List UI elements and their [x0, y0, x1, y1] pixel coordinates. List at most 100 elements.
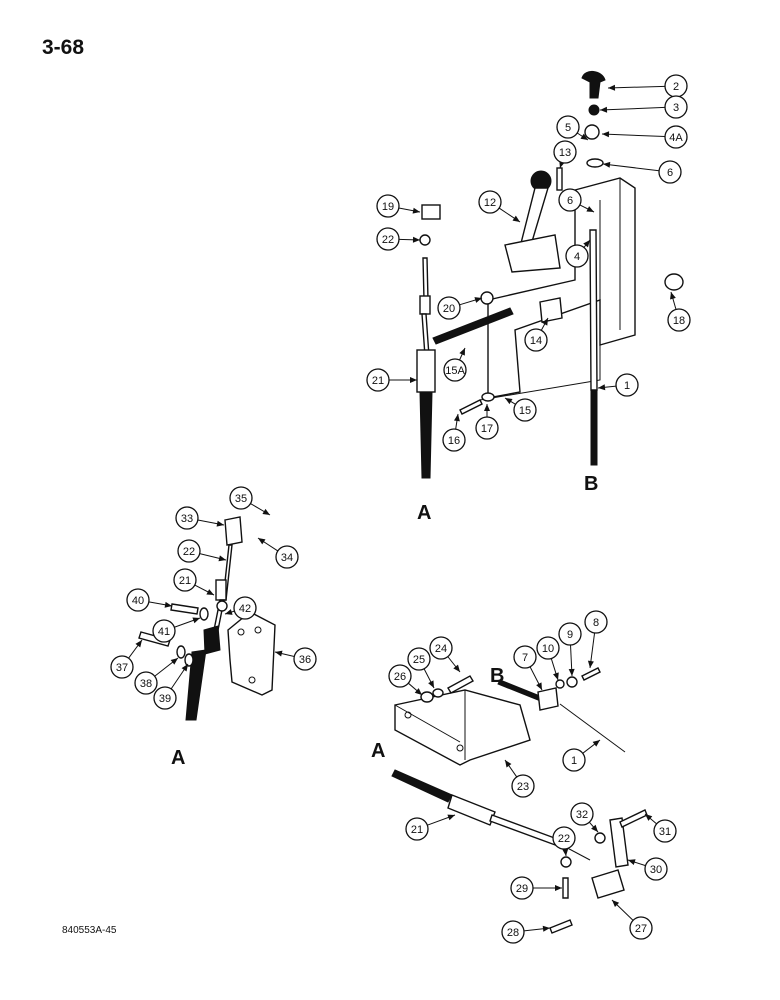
callout-number: 7: [522, 652, 528, 664]
nut-18: [664, 273, 684, 291]
leader-line: [602, 163, 660, 172]
callout-c6a: 6: [602, 160, 682, 184]
washer-39: [184, 653, 194, 667]
nut-22: [419, 234, 431, 246]
leader-arrowhead: [553, 672, 559, 680]
leader-arrowhead: [258, 538, 266, 545]
callout-bubble: [442, 428, 466, 452]
cable-sheath-threaded: [419, 391, 433, 479]
cable-fitting-right: [447, 794, 496, 826]
ref-letter-b-right: B: [490, 665, 504, 687]
leader-arrowhead: [428, 680, 434, 688]
leader-arrowhead: [512, 215, 520, 222]
grip-knob: [581, 71, 606, 99]
callout-c9: 9: [558, 622, 582, 677]
callout-bubble: [429, 636, 453, 660]
callout-number: 35: [235, 493, 247, 505]
callout-c42: 42: [224, 596, 257, 620]
callout-c7: 7: [513, 645, 543, 691]
callout-bubble: [233, 596, 257, 620]
callout-number: 8: [593, 617, 599, 629]
callout-number: 34: [281, 552, 293, 564]
callout-bubble: [667, 308, 691, 332]
callout-number: 24: [435, 643, 447, 655]
leader-arrowhead: [591, 824, 598, 832]
callout-number: 1: [624, 380, 630, 392]
callout-c22a: 22: [376, 227, 421, 251]
callout-bubble: [478, 190, 502, 214]
cable-bracket-23: [394, 689, 531, 766]
callout-c16: 16: [442, 413, 466, 452]
control-bracket: [487, 177, 636, 399]
callout-number: 9: [567, 629, 573, 641]
callout-number: 15: [519, 405, 531, 417]
leader-arrowhead: [216, 520, 224, 527]
callout-number: 15A: [445, 365, 465, 377]
leader-arrowhead: [459, 348, 465, 356]
leader-arrowhead: [453, 664, 460, 672]
callout-bubble: [565, 244, 589, 268]
callout-bubble: [126, 588, 150, 612]
callout-c21b: 21: [173, 568, 215, 596]
nut: [588, 104, 600, 116]
callout-number: 12: [484, 197, 496, 209]
callout-bubble: [558, 188, 582, 212]
page-number: 3-68: [42, 36, 85, 59]
callout-number: 10: [542, 643, 554, 655]
callout-c1b: 1: [562, 739, 601, 772]
callout-bubble: [664, 95, 688, 119]
callout-number: 26: [394, 671, 406, 683]
washer-17: [481, 392, 495, 402]
callout-number: 32: [576, 809, 588, 821]
callout-bubble: [510, 876, 534, 900]
callout-number: 36: [299, 654, 311, 666]
callout-bubble: [388, 664, 412, 688]
callout-c40: 40: [126, 588, 173, 612]
nut-26: [420, 691, 434, 703]
callout-c25: 25: [407, 647, 435, 689]
callout-number: 29: [516, 883, 528, 895]
leader-arrowhead: [412, 207, 420, 214]
nut-20: [480, 291, 494, 305]
cable-fitting: [416, 349, 436, 393]
callout-number: 33: [181, 513, 193, 525]
nut-22-right: [560, 856, 572, 868]
callout-bubble: [644, 857, 668, 881]
leader-arrowhead: [645, 814, 653, 821]
callout-bubble: [513, 398, 537, 422]
callout-bubble: [443, 358, 467, 382]
clamp-7: [537, 687, 559, 711]
callout-bubble: [552, 826, 576, 850]
callout-number: 4A: [669, 132, 683, 144]
callout-c31: 31: [644, 813, 677, 843]
callout-number: 42: [239, 603, 251, 615]
leader-arrowhead: [218, 555, 226, 562]
leader-arrowhead: [135, 640, 142, 648]
callout-bubble: [584, 610, 608, 634]
callout-c28: 28: [501, 920, 551, 944]
callout-bubble: [501, 920, 525, 944]
callout-c27: 27: [611, 899, 653, 940]
washer-38: [176, 645, 186, 659]
callout-c36: 36: [274, 647, 317, 671]
callout-number: 38: [140, 678, 152, 690]
leader-arrowhead: [580, 133, 588, 140]
washer-42: [216, 600, 228, 612]
ref-letter-a-left: A: [171, 747, 185, 769]
leader-arrowhead: [542, 318, 548, 326]
leader-arrowhead: [628, 859, 636, 865]
cable-b-upper: [589, 229, 598, 391]
leader-arrowhead: [181, 664, 188, 672]
bolt-28: [549, 919, 573, 934]
callout-bubble: [152, 619, 176, 643]
leader-arrowhead: [562, 848, 569, 856]
callout-number: 6: [567, 195, 573, 207]
callout-number: 20: [443, 303, 455, 315]
callout-bubble: [558, 622, 582, 646]
callout-c34: 34: [257, 537, 299, 569]
callout-c22b: 22: [177, 539, 227, 563]
callout-number: 25: [413, 654, 425, 666]
callout-bubble: [664, 125, 688, 149]
